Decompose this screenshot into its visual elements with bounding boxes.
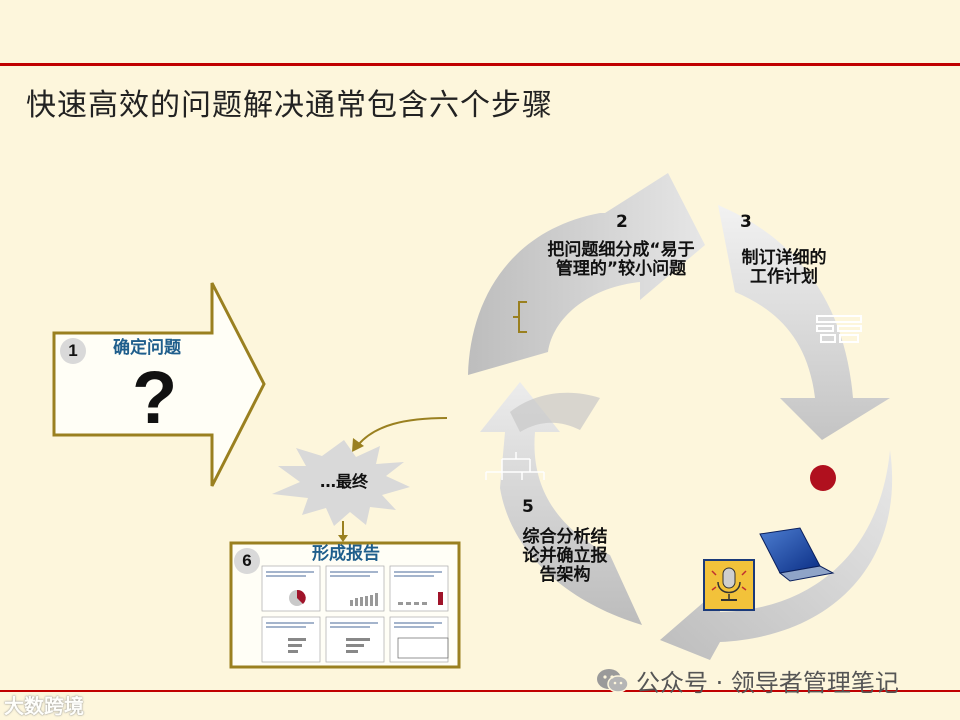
cycle-arrow-right: [718, 205, 890, 440]
footer-text: 公众号 · 领导者管理笔记: [636, 669, 899, 697]
wechat-icon: [596, 668, 630, 700]
step3-label: 制订详细的 工作计划: [741, 248, 827, 287]
step1-arrow-shape: [52, 282, 266, 487]
slide-title: 快速高效的问题解决通常包含六个步骤: [26, 88, 553, 123]
cycle-arrow-top-left: [468, 173, 705, 375]
step2-number: 2: [616, 212, 628, 232]
step6-label: 形成报告: [312, 544, 380, 564]
step5-label: 综合分析结 论并确立报 告架构: [522, 527, 608, 585]
step1-label: 确定问题: [113, 338, 181, 358]
bracket-icon: [513, 301, 527, 333]
final-starburst: [272, 440, 410, 526]
step1-number: 1: [60, 338, 86, 364]
question-mark-icon: ?: [132, 356, 178, 439]
top-divider: [0, 63, 960, 66]
cycle-arrow-inner: [510, 392, 600, 432]
microphone-icon: [703, 559, 755, 611]
final-label: …最终: [319, 472, 368, 491]
step5-number: 5: [522, 497, 534, 517]
tree-icon: [485, 452, 545, 480]
step3-number: 3: [740, 212, 752, 232]
bottom-divider: [0, 690, 960, 692]
cycle-arrow-left: [480, 382, 642, 625]
red-dot-icon: [810, 465, 836, 491]
footer-caption: 公众号 · 领导者管理笔记: [596, 663, 899, 700]
watermark: 大数跨境: [4, 694, 84, 718]
plan-icon: [816, 315, 862, 343]
laptop-icon: [759, 527, 835, 582]
step6-number: 6: [234, 548, 260, 574]
final-connector-arrow: [357, 417, 448, 446]
report-thumbnails: [261, 565, 449, 663]
step2-label: 把问题细分成“易于 管理的”较小问题: [547, 240, 695, 279]
